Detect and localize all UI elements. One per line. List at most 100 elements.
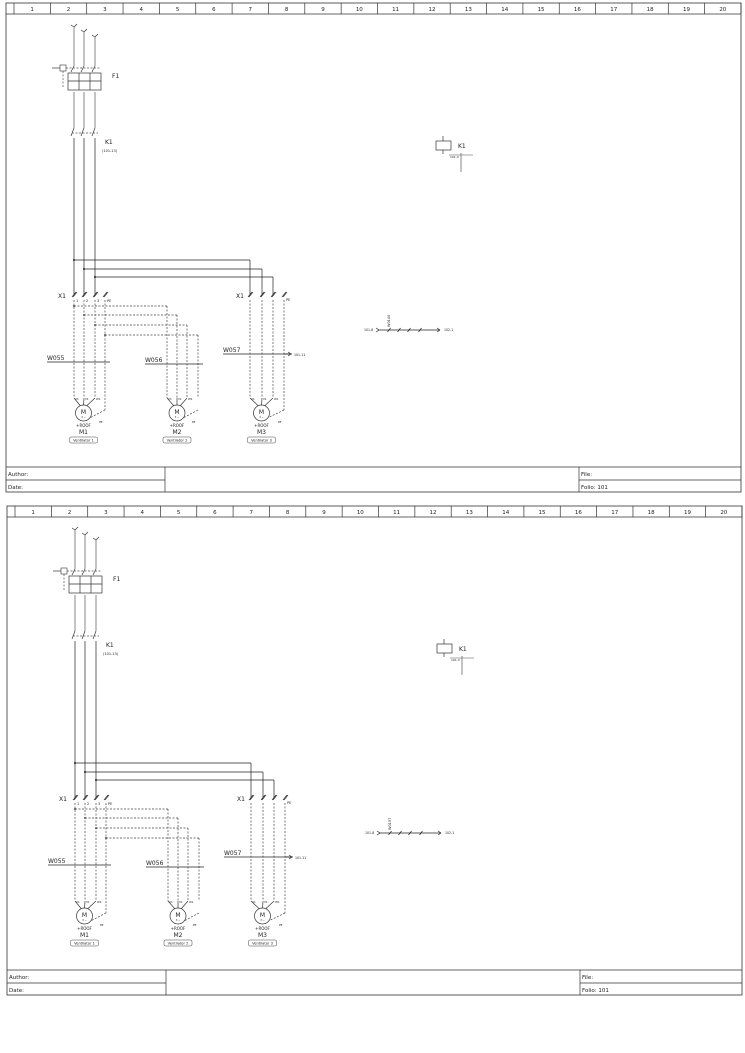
- motor-terminal: U1: [76, 900, 80, 904]
- motor-terminal: U1: [168, 397, 172, 401]
- jump-cable-label: W0140: [387, 315, 391, 327]
- column-number: 10: [356, 7, 363, 13]
- motor-terminal: U1: [169, 900, 173, 904]
- column-number: 3: [104, 510, 108, 516]
- terminal-number: 1: [76, 299, 78, 303]
- terminal-icon: [248, 794, 254, 801]
- motor-lead: [250, 900, 260, 910]
- column-number: 17: [610, 7, 617, 13]
- motor-desc-box: [69, 436, 98, 444]
- terminal-icon: [82, 794, 88, 801]
- column-number: 13: [465, 7, 472, 13]
- jump-cable-label: W0157: [388, 818, 392, 830]
- arrow-icon: [287, 351, 292, 355]
- contactor-contact: [81, 630, 86, 640]
- motor-location: +ROOF: [76, 423, 91, 428]
- terminal-icon: [261, 794, 267, 801]
- motor-terminal: PE: [192, 420, 196, 424]
- motor-symbol-icon: M: [175, 912, 180, 919]
- file-label: File:: [582, 975, 593, 981]
- column-number: 8: [285, 7, 289, 13]
- arrow-icon: [376, 832, 381, 836]
- column-number: 14: [502, 510, 509, 516]
- motor-power: 3 ~: [81, 415, 85, 419]
- motor-power: 3 ~: [175, 415, 179, 419]
- column-number: 2: [68, 510, 72, 516]
- supply-arrow-icon: [94, 33, 99, 38]
- supply-arrow-icon: [83, 28, 88, 33]
- motor-id: M3: [257, 429, 266, 436]
- motor-symbol-icon: M: [82, 912, 87, 919]
- arrow-icon: [288, 854, 293, 858]
- motor-icon: [76, 907, 93, 925]
- column-number: 3: [103, 7, 107, 13]
- wire-marker: [408, 830, 412, 836]
- motor-terminal: V1: [179, 900, 183, 904]
- motor-location: +ROOF: [77, 926, 92, 931]
- motor-lead: [74, 900, 82, 910]
- terminal-icon: [249, 794, 255, 801]
- supply-arrow-icon: [81, 532, 86, 536]
- cable-label: W055: [47, 355, 65, 362]
- motor-id: M2: [174, 932, 183, 939]
- contactor-ref: (101-13): [103, 652, 119, 656]
- breaker-contact: [80, 65, 85, 73]
- folio-label: Folio: 101: [581, 485, 608, 491]
- wire-marker: [398, 830, 402, 836]
- motor-icon: [254, 907, 271, 925]
- column-number: 18: [647, 7, 654, 13]
- motor-terminal: V1: [264, 900, 268, 904]
- motor-terminal: PE: [100, 923, 104, 927]
- column-number: 12: [429, 7, 436, 13]
- supply-arrow-icon: [92, 537, 97, 541]
- column-number: 14: [501, 7, 508, 13]
- junction-dot: [83, 268, 85, 270]
- column-number: 16: [575, 510, 582, 516]
- terminal-number: 3: [98, 802, 100, 806]
- coil-ref: 101-3: [451, 658, 460, 662]
- pe-lead: [268, 912, 286, 922]
- motor-power: 3 ~: [259, 415, 263, 419]
- motor-terminal: V1: [86, 900, 90, 904]
- column-number: 7: [250, 510, 254, 516]
- arrow-icon: [376, 830, 381, 834]
- motor-terminal: V1: [85, 397, 89, 401]
- pe-lead: [89, 409, 106, 419]
- motor-lead: [249, 397, 259, 407]
- supply-arrow-icon: [80, 29, 85, 33]
- supply-arrow-icon: [91, 34, 96, 38]
- terminal-number: 2: [87, 802, 89, 806]
- terminal-strip-label: X1: [237, 796, 245, 803]
- terminal-icon: [104, 794, 110, 801]
- terminal-number: 3: [97, 299, 99, 303]
- date-label: Date:: [9, 988, 24, 994]
- terminal-icon: [81, 291, 87, 298]
- cross-reference: 102-1: [445, 831, 454, 835]
- arrow-icon: [436, 327, 441, 331]
- motor-terminal: W1: [96, 397, 101, 401]
- motor-terminal: U1: [75, 397, 79, 401]
- column-number: 11: [393, 510, 400, 516]
- terminal-icon: [282, 794, 288, 801]
- motor-terminal: U1: [252, 900, 256, 904]
- terminal-icon: [260, 291, 266, 298]
- motor-lead: [265, 900, 275, 910]
- terminal-icon: [247, 291, 253, 298]
- wire-marker: [407, 327, 411, 333]
- motor-lead: [87, 900, 97, 910]
- terminal-icon: [259, 291, 265, 298]
- terminal-number: PE: [287, 801, 291, 805]
- breaker-body: [68, 575, 103, 594]
- motor-terminal: W1: [275, 900, 280, 904]
- terminal-number: PE: [286, 298, 290, 302]
- date-label: Date:: [8, 485, 23, 491]
- terminal-icon: [248, 291, 254, 298]
- breaker-contact: [91, 65, 96, 73]
- terminal-icon: [72, 794, 78, 801]
- column-number: 15: [538, 7, 545, 13]
- column-number: 5: [177, 510, 181, 516]
- coil-ref: 101-3: [450, 155, 459, 159]
- column-number: 9: [321, 7, 325, 13]
- cable-label: W057: [224, 850, 242, 857]
